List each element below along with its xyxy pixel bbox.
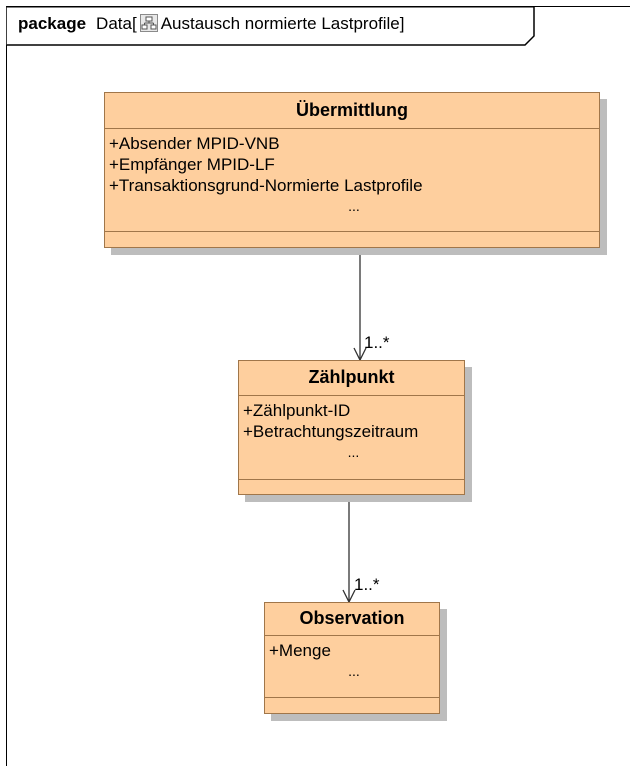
attribute: +Absender MPID-VNB — [109, 134, 280, 153]
package-name-prefix: Data[ — [96, 14, 137, 33]
class-name: Übermittlung — [105, 93, 599, 129]
package-name-suffix: ] — [399, 14, 405, 33]
class-zaehlpunkt[interactable]: Zählpunkt +Zählpunkt-ID +Betrachtungszei… — [238, 360, 465, 495]
attribute-ellipsis: ... — [347, 444, 360, 460]
class-uebermittlung[interactable]: Übermittlung +Absender MPID-VNB +Empfäng… — [104, 92, 600, 248]
multiplicity-label: 1..* — [364, 333, 390, 352]
package-name: Austausch normierte Lastprofile — [160, 14, 400, 33]
attribute: +Transaktionsgrund-Normierte Lastprofile — [109, 176, 423, 195]
package-title: package Data[ Austausch normierte Lastpro… — [18, 14, 404, 34]
class-diagram-icon — [139, 14, 158, 32]
package-keyword: package — [18, 14, 87, 33]
class-name: Observation — [265, 603, 439, 636]
class-observation[interactable]: Observation +Menge ... — [264, 602, 440, 714]
attribute-ellipsis: ... — [348, 198, 360, 214]
package-tab — [6, 6, 535, 46]
attribute-compartment: +Absender MPID-VNB +Empfänger MPID-LF +T… — [105, 129, 599, 232]
class-name: Zählpunkt — [239, 361, 464, 396]
attribute: +Betrachtungszeitraum — [243, 422, 419, 441]
attribute-ellipsis: ... — [348, 663, 360, 679]
multiplicity-label: 1..* — [354, 575, 380, 594]
attribute: +Empfänger MPID-LF — [109, 155, 275, 174]
attribute: +Menge — [269, 641, 331, 660]
attribute-compartment: +Zählpunkt-ID +Betrachtungszeitraum ... — [239, 396, 464, 480]
attribute-compartment: +Menge ... — [265, 636, 439, 698]
attribute: +Zählpunkt-ID — [243, 401, 351, 420]
